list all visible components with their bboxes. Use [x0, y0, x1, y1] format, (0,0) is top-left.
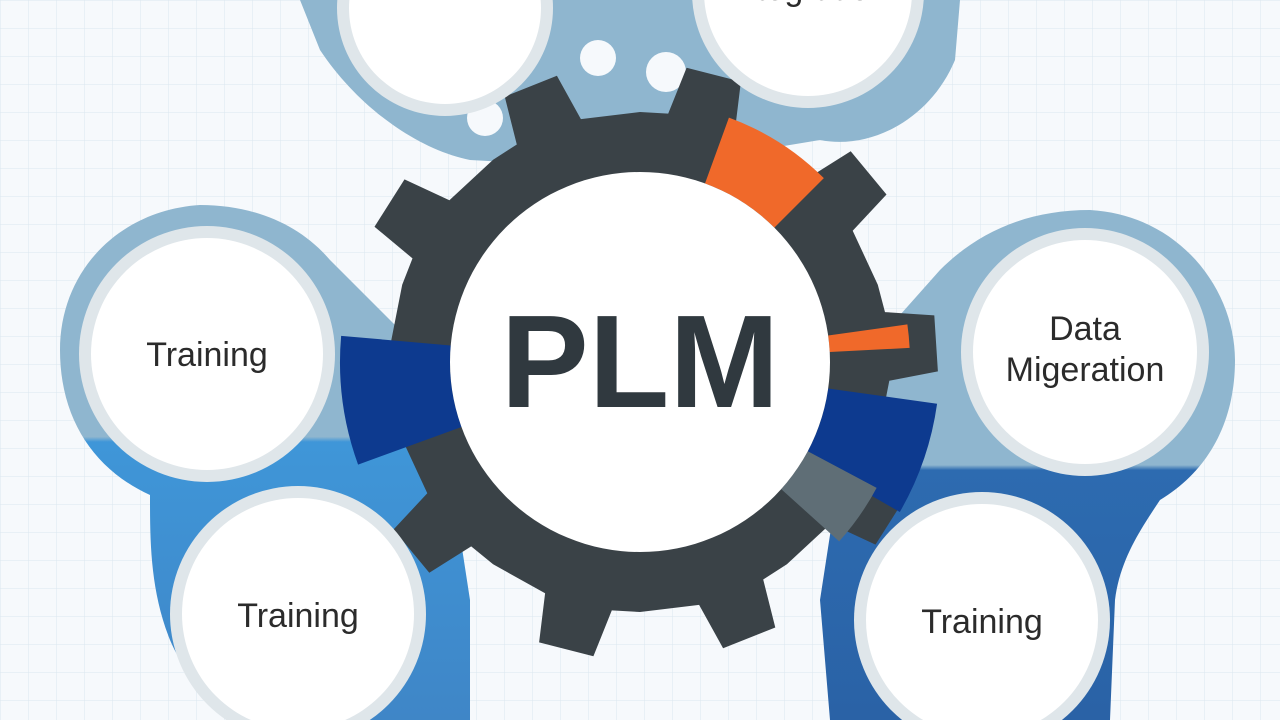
- bottom-right-node: Training: [854, 492, 1110, 720]
- gear-accent-orange: [704, 117, 824, 228]
- node-label-line-1: Data: [1049, 310, 1121, 348]
- mid-right-node: Data Migeration: [961, 228, 1209, 476]
- gear-accent-slate: [781, 451, 877, 542]
- gear-accent-navy-left: [340, 335, 462, 465]
- top-left-node: [337, 0, 553, 116]
- mid-left-node: Training: [79, 226, 335, 482]
- top-right-node: Integration: [692, 0, 924, 108]
- node-circle: [973, 240, 1197, 464]
- node-label-line-2: Migeration: [1006, 351, 1165, 389]
- center-label: PLM: [501, 288, 780, 435]
- node-label: Integration: [728, 0, 889, 8]
- bottom-left-node: Training: [170, 486, 426, 720]
- center-hub: [450, 172, 830, 552]
- gear-accent-orange-small: [828, 324, 910, 353]
- node-label: Training: [237, 597, 359, 635]
- node-circle: [182, 498, 414, 720]
- top-connector-hole: [646, 52, 686, 92]
- node-label: Training: [921, 603, 1043, 641]
- top-connector-hole: [580, 40, 616, 76]
- node-circle: [704, 0, 912, 96]
- node-circle: [91, 238, 323, 470]
- node-label: Training: [146, 336, 268, 374]
- node-circle: [866, 504, 1098, 720]
- node-circle: [349, 0, 541, 104]
- gear-accent-navy: [804, 388, 938, 512]
